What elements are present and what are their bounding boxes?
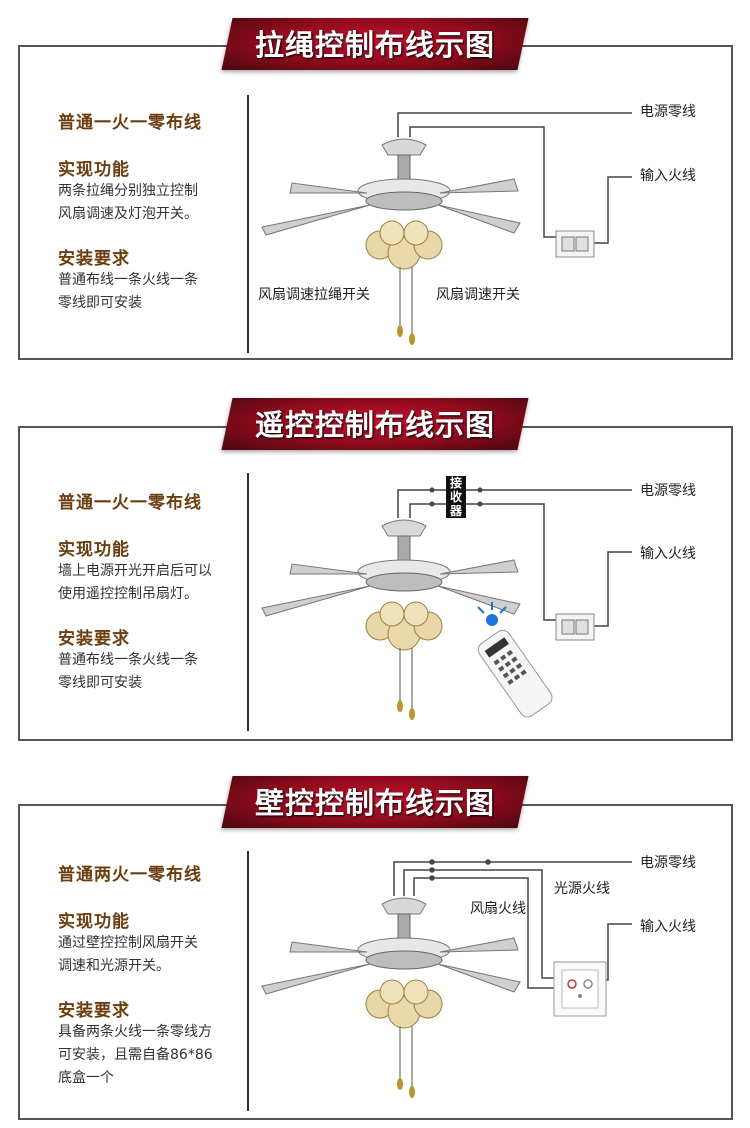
wires xyxy=(393,859,632,989)
receiver-label-3: 器 xyxy=(450,504,463,518)
wall-controller-icon xyxy=(553,961,607,1017)
label-pull-switch: 风扇调速拉绳开关 xyxy=(258,287,370,303)
panel-title: 壁控控制布线示图 xyxy=(254,786,495,820)
function-line-1: 两条拉绳分别独立控制 xyxy=(58,183,198,199)
label-neutral: 电源零线 xyxy=(640,483,696,499)
wiring-diagram xyxy=(261,476,632,720)
function-line-2: 调速和光源开关。 xyxy=(58,958,170,974)
column-divider xyxy=(247,473,249,731)
receiver-label-1: 接 xyxy=(450,476,463,490)
panel-description: 普通两火一零布线 实现功能 通过壁控控制风扇开关 调速和光源开关。 安装要求 具… xyxy=(58,860,248,1090)
wiring-diagram xyxy=(261,112,632,345)
requirement-heading: 安装要求 xyxy=(58,249,130,269)
panel-description: 普通一火一零布线 实现功能 墙上电源开光开启后可以 使用遥控控制吊扇灯。 安装要… xyxy=(58,488,248,695)
panel-title: 拉绳控制布线示图 xyxy=(254,28,495,62)
panel-banner: 壁控控制布线示图 xyxy=(205,772,545,834)
column-divider xyxy=(247,851,249,1111)
label-speed-switch: 风扇调速开关 xyxy=(436,287,520,303)
label-live-in: 输入火线 xyxy=(640,919,696,935)
column-divider xyxy=(247,95,249,353)
requirement-line-1: 普通布线一条火线一条 xyxy=(58,272,198,288)
wall-switch-icon xyxy=(555,230,595,258)
panel-wall-control: 壁控控制布线示图 普通两火一零布线 实现功能 通过壁控控制风扇开关 调速和光源开… xyxy=(0,756,750,1128)
function-line-1: 通过壁控控制风扇开关 xyxy=(58,935,198,951)
remote-control-icon xyxy=(477,602,553,718)
label-live-fan: 风扇火线 xyxy=(470,901,526,917)
wiring-diagram xyxy=(261,859,632,1098)
panel-title: 遥控控制布线示图 xyxy=(254,408,495,442)
function-line-1: 墙上电源开光开启后可以 xyxy=(58,563,212,579)
panel-remote: 遥控控制布线示图 普通一火一零布线 实现功能 墙上电源开光开启后可以 使用遥控控… xyxy=(0,378,750,748)
requirement-heading: 安装要求 xyxy=(58,1001,130,1021)
requirement-line-2: 可安装，且需自备86*86 xyxy=(58,1047,213,1063)
wiring-type: 普通两火一零布线 xyxy=(58,865,202,885)
panel-description: 普通一火一零布线 实现功能 两条拉绳分别独立控制 风扇调速及灯泡开关。 安装要求… xyxy=(58,108,248,315)
ceiling-fan-illustration xyxy=(261,519,521,720)
requirement-line-1: 普通布线一条火线一条 xyxy=(58,652,198,668)
requirement-line-2: 零线即可安装 xyxy=(58,295,142,311)
wall-switch-icon xyxy=(555,613,595,641)
label-neutral: 电源零线 xyxy=(640,855,696,871)
label-live-in: 输入火线 xyxy=(640,168,696,184)
wires xyxy=(397,489,632,627)
wiring-type: 普通一火一零布线 xyxy=(58,493,202,513)
ceiling-fan-illustration xyxy=(261,138,521,345)
wiring-type: 普通一火一零布线 xyxy=(58,113,202,133)
function-line-2: 使用遥控控制吊扇灯。 xyxy=(58,586,198,602)
label-live-in: 输入火线 xyxy=(640,546,696,562)
label-live-light: 光源火线 xyxy=(554,881,610,897)
label-neutral: 电源零线 xyxy=(640,104,696,120)
function-heading: 实现功能 xyxy=(58,912,130,932)
panel-banner: 拉绳控制布线示图 xyxy=(205,14,545,76)
function-heading: 实现功能 xyxy=(58,160,130,180)
requirement-line-3: 底盒一个 xyxy=(58,1070,114,1086)
panel-pull-cord: 拉绳控制布线示图 普通一火一零布线 实现功能 两条拉绳分别独立控制 风扇调速及灯… xyxy=(0,0,750,370)
requirement-line-2: 零线即可安装 xyxy=(58,675,142,691)
panel-banner: 遥控控制布线示图 xyxy=(205,394,545,456)
function-heading: 实现功能 xyxy=(58,540,130,560)
receiver-box xyxy=(429,476,483,518)
wires xyxy=(397,112,632,244)
function-line-2: 风扇调速及灯泡开关。 xyxy=(58,206,198,222)
receiver-label-2: 收 xyxy=(450,490,463,504)
ceiling-fan-illustration xyxy=(261,897,521,1098)
requirement-heading: 安装要求 xyxy=(58,629,130,649)
requirement-line-1: 具备两条火线一条零线方 xyxy=(58,1024,212,1040)
